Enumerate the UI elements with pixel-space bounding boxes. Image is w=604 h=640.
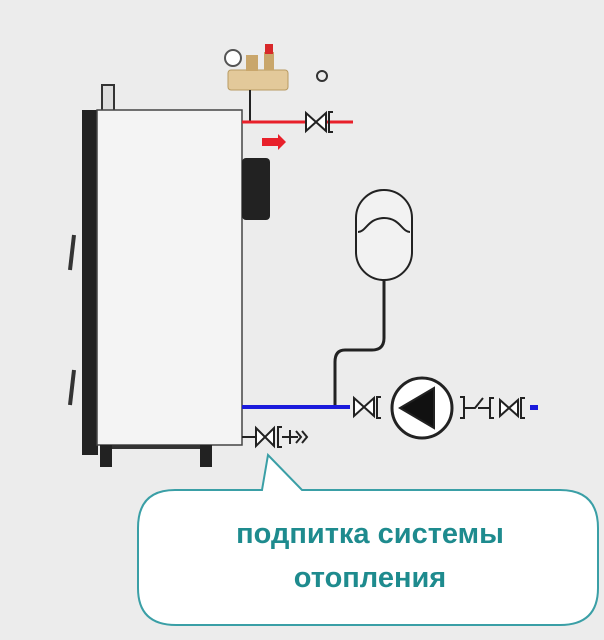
callout-line-2: отопления [293,562,447,594]
circulation-pump-icon [390,376,454,440]
safety-group [224,44,289,122]
return-valve-icon [353,395,375,419]
expansion-tank [333,189,413,407]
boiler-door-panel [82,110,98,455]
boiler-chimney [101,84,115,112]
drain-valve-icon [499,397,519,419]
boiler-fan [242,158,270,220]
pressure-gauge-icon [224,49,242,67]
callout-line-1: подпитка системы [236,518,504,550]
flow-arrow-icon [262,134,286,150]
boiler-body [96,109,243,446]
supply-valve-icon [305,110,333,134]
makeup-valve-icon [242,425,309,449]
callout-bubble [137,452,599,626]
boiler [68,84,270,467]
callout-text: подпитка системы отопления [150,512,590,600]
